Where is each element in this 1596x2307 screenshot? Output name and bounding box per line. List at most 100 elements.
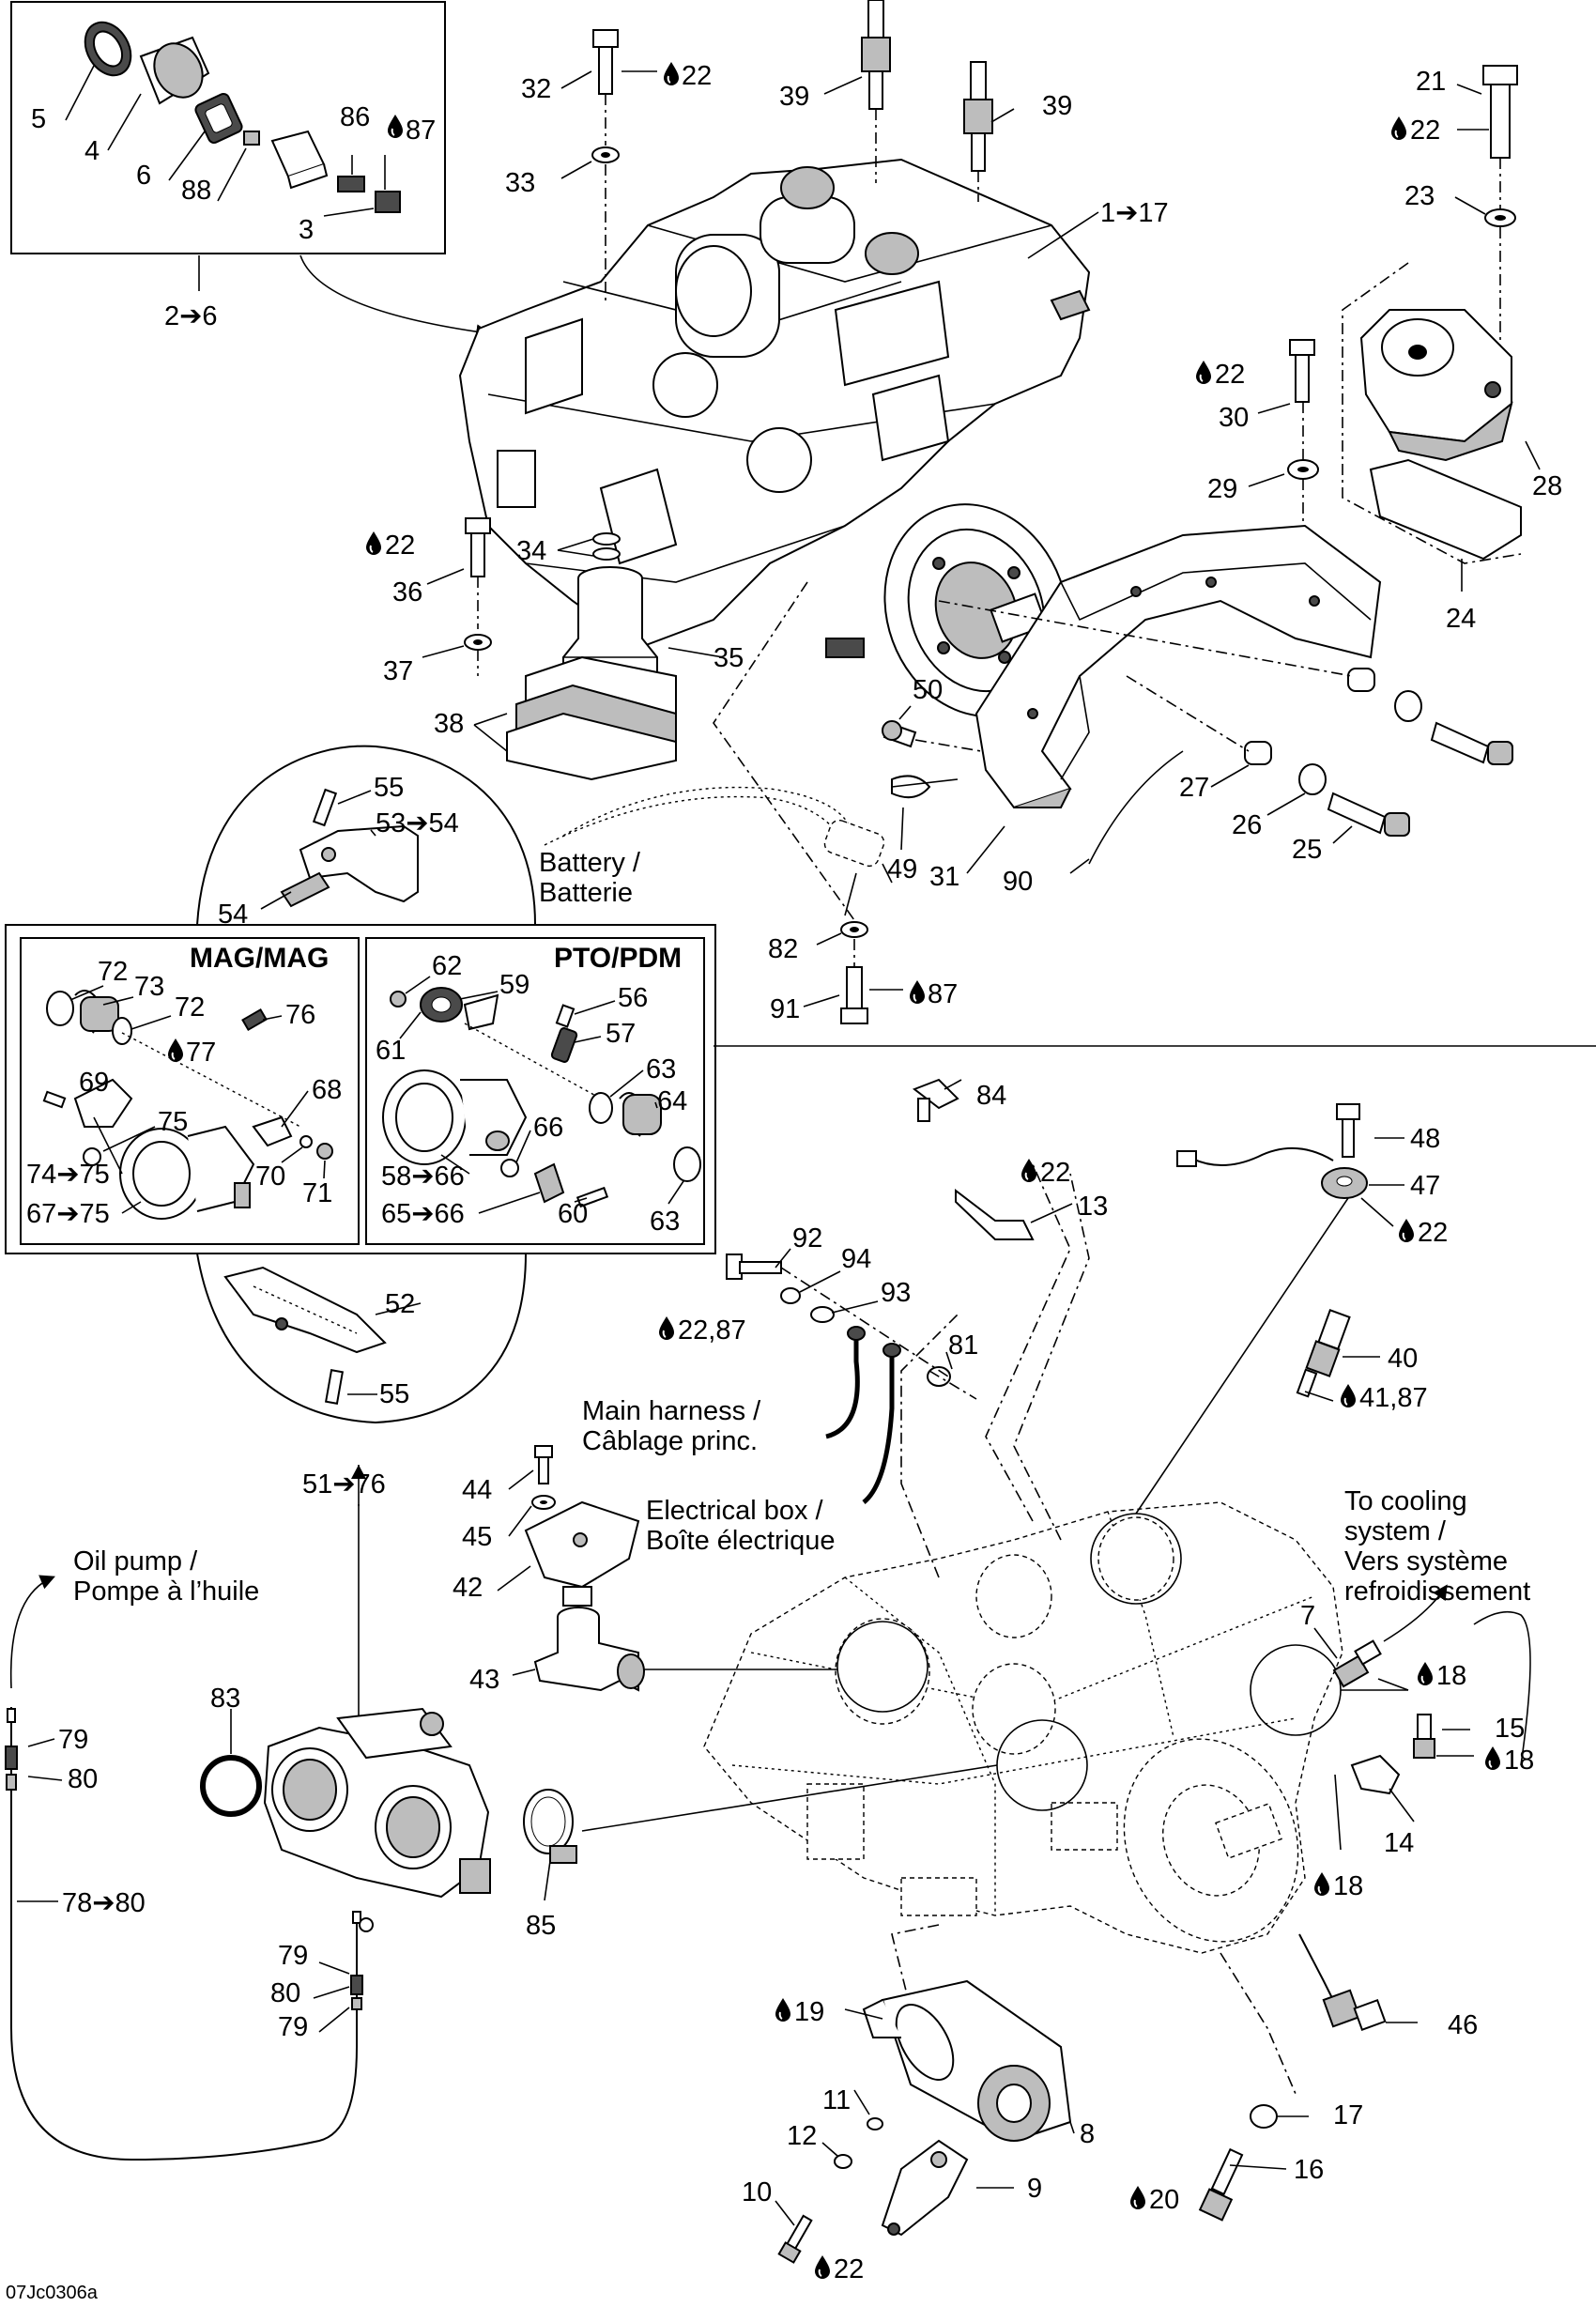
part-label-55: 55 bbox=[374, 773, 404, 803]
fitting-part bbox=[1332, 1639, 1382, 1688]
part-label-74-75: 74➔75 bbox=[26, 1160, 110, 1190]
part-label-49: 49 bbox=[887, 854, 917, 884]
part-label-78-80: 78➔80 bbox=[62, 1888, 146, 1918]
electrical-box-callout-en: Electrical box / bbox=[646, 1496, 824, 1526]
clip-part bbox=[912, 1078, 959, 1122]
part-label-90: 90 bbox=[1003, 867, 1033, 897]
part-label-58-66: 58➔66 bbox=[381, 1161, 465, 1192]
part-label-79: 79 bbox=[58, 1725, 88, 1755]
part-label-72: 72 bbox=[175, 992, 205, 1023]
screw-part bbox=[324, 1369, 345, 1405]
washer-part bbox=[592, 532, 621, 546]
mag-throttle-parts bbox=[42, 990, 333, 1220]
spacer-part bbox=[1347, 668, 1375, 692]
wire-part bbox=[1088, 750, 1184, 865]
part-label-42: 42 bbox=[453, 1573, 483, 1603]
pin-part bbox=[243, 131, 260, 146]
part-label-28: 28 bbox=[1532, 471, 1562, 501]
part-label-1-17: 1➔17 bbox=[1100, 198, 1169, 228]
part-label-59: 59 bbox=[499, 970, 529, 1000]
engine-mount-right bbox=[1359, 309, 1513, 462]
bolt-part bbox=[1289, 339, 1315, 403]
part-label-34: 34 bbox=[516, 536, 546, 566]
part-label-44: 44 bbox=[462, 1475, 492, 1505]
part-label-26: 26 bbox=[1232, 810, 1262, 840]
electrical-box-wire bbox=[862, 1356, 895, 1504]
terminal-part bbox=[337, 176, 365, 192]
part-label-40: 40 bbox=[1388, 1344, 1418, 1374]
part-label-60: 60 bbox=[558, 1199, 588, 1229]
electrical-box-callout-fr: Boîte électrique bbox=[646, 1526, 836, 1556]
bolt-part bbox=[592, 29, 619, 95]
part-label-57: 57 bbox=[606, 1019, 636, 1049]
o-ring-part bbox=[200, 1755, 262, 1817]
torque-label-20: 20 bbox=[1149, 2185, 1179, 2215]
mag-panel-title: MAG/MAG bbox=[190, 943, 329, 974]
liquid-drop-icon bbox=[365, 531, 382, 556]
part-label-56: 56 bbox=[618, 983, 648, 1013]
part-label-82: 82 bbox=[768, 934, 798, 964]
part-label-65-66: 65➔66 bbox=[381, 1199, 465, 1229]
mag-panel bbox=[20, 937, 360, 1245]
part-label-91: 91 bbox=[770, 994, 800, 1024]
part-label-6: 6 bbox=[136, 161, 151, 191]
torque-label-22: 22 bbox=[682, 61, 712, 91]
torque-label-22: 22 bbox=[1410, 115, 1440, 146]
washer-part bbox=[780, 1287, 801, 1304]
part-label-76: 76 bbox=[285, 1000, 315, 1030]
temperature-sensor-part bbox=[1296, 1309, 1351, 1398]
pto-panel bbox=[365, 937, 705, 1245]
washer-part bbox=[1298, 763, 1327, 795]
detail-balloon-bottom bbox=[196, 1253, 527, 1424]
part-label-63: 63 bbox=[646, 1054, 676, 1084]
washer-part bbox=[810, 1306, 835, 1323]
sensor-bracket-part bbox=[524, 1500, 640, 1607]
part-label-41-87: 41,87 bbox=[1359, 1383, 1428, 1413]
liquid-drop-icon bbox=[1340, 1383, 1357, 1408]
engine-assembly-top bbox=[458, 158, 1091, 717]
part-label-53-54: 53➔54 bbox=[376, 808, 459, 838]
washer-part bbox=[592, 547, 621, 561]
part-label-9: 9 bbox=[1027, 2174, 1042, 2204]
liquid-drop-icon bbox=[1195, 360, 1212, 385]
part-label-8: 8 bbox=[1080, 2119, 1095, 2149]
part-label-39: 39 bbox=[1042, 91, 1072, 121]
part-label-32: 32 bbox=[521, 74, 551, 104]
part-label-4: 4 bbox=[84, 136, 100, 166]
cooling-callout-1: To cooling bbox=[1344, 1486, 1467, 1516]
spacer-part bbox=[1244, 741, 1272, 765]
starter-motor-part bbox=[862, 1979, 1072, 2143]
part-label-94: 94 bbox=[841, 1244, 871, 1274]
torque-label-22: 22 bbox=[1418, 1218, 1448, 1248]
part-label-75: 75 bbox=[158, 1107, 188, 1137]
part-label-64: 64 bbox=[657, 1086, 687, 1116]
part-label-23: 23 bbox=[1404, 181, 1435, 211]
bolt-part bbox=[777, 2214, 813, 2264]
torque-label-18: 18 bbox=[1504, 1746, 1534, 1776]
torque-label-22: 22 bbox=[834, 2254, 864, 2284]
engine-assembly-bottom bbox=[703, 1501, 1343, 1954]
part-label-30: 30 bbox=[1219, 403, 1249, 433]
torque-label-18: 18 bbox=[1436, 1661, 1466, 1691]
hose-clamp-part bbox=[523, 1789, 577, 1864]
pto-throttle-parts bbox=[382, 987, 701, 1208]
washer-part bbox=[867, 2117, 883, 2130]
torque-label-19: 19 bbox=[794, 1997, 824, 2027]
part-label-72: 72 bbox=[98, 957, 128, 987]
part-label-7: 7 bbox=[1300, 1601, 1315, 1631]
liquid-drop-icon bbox=[658, 1315, 675, 1341]
part-label-86: 86 bbox=[340, 102, 370, 132]
part-label-25: 25 bbox=[1292, 835, 1322, 865]
liquid-drop-icon bbox=[1398, 1218, 1415, 1243]
part-label-77: 77 bbox=[186, 1038, 216, 1068]
part-label-21: 21 bbox=[1416, 67, 1446, 97]
part-label-66: 66 bbox=[533, 1113, 563, 1143]
liquid-drop-icon bbox=[814, 2254, 831, 2280]
part-label-61: 61 bbox=[376, 1036, 406, 1066]
part-label-67-75: 67➔75 bbox=[26, 1199, 110, 1229]
part-label-48: 48 bbox=[1410, 1124, 1440, 1154]
part-label-70: 70 bbox=[255, 1161, 285, 1192]
part-label-63: 63 bbox=[650, 1207, 680, 1237]
liquid-drop-icon bbox=[909, 979, 926, 1005]
